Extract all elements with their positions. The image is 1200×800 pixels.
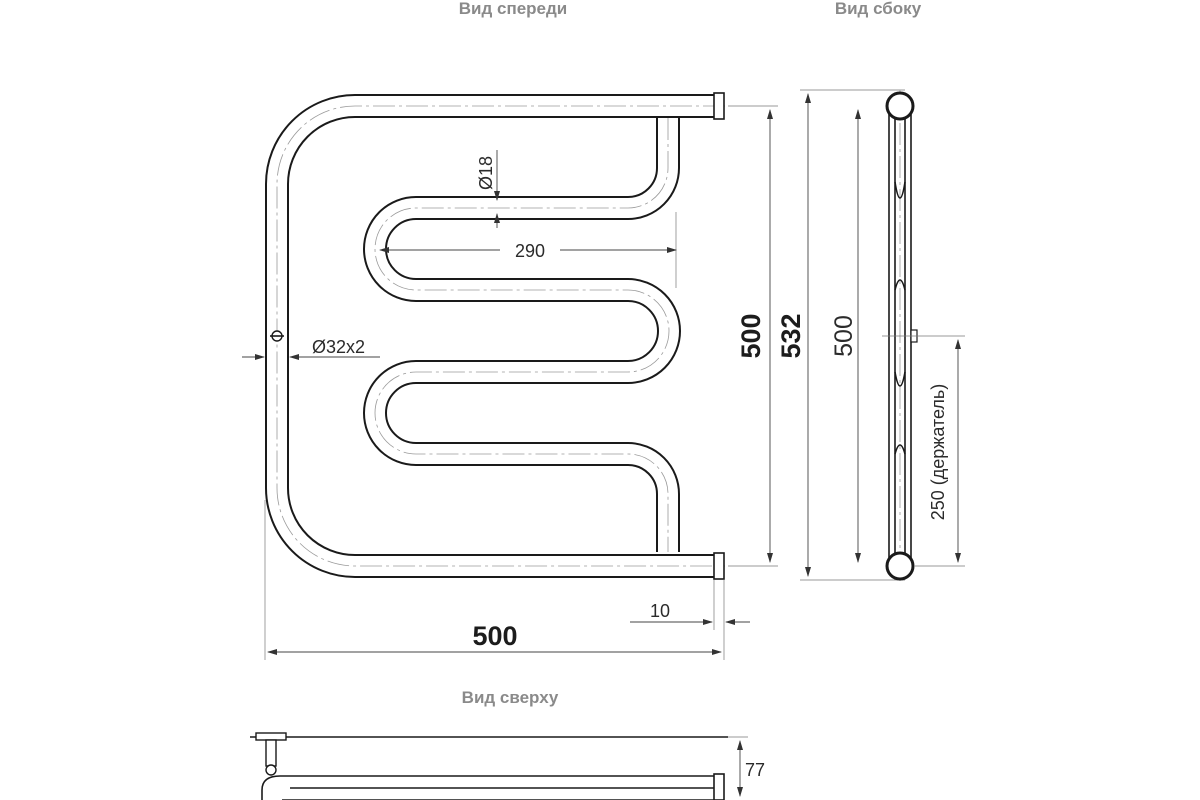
depth-label: 77 xyxy=(745,760,765,780)
front-height-label: 500 xyxy=(736,313,766,358)
offset-label: 10 xyxy=(650,601,670,621)
top-holder-stem xyxy=(265,739,277,767)
offset-dimension: 10 xyxy=(630,580,750,630)
overall-height-dimension: 532 xyxy=(776,89,905,581)
front-view xyxy=(265,92,725,580)
holder-height-dimension: 250 (держатель) xyxy=(915,339,965,567)
side-height-label: 500 xyxy=(830,315,858,357)
pipe-diameter-label: Ø32x2 xyxy=(312,337,365,357)
front-width-label: 500 xyxy=(472,621,517,651)
bend-width-label: 290 xyxy=(515,241,545,261)
tube-diameter-label: Ø18 xyxy=(476,156,496,190)
top-view xyxy=(250,732,728,800)
front-view-title: Вид спереди xyxy=(459,0,568,18)
side-top-pipe-end xyxy=(885,91,915,121)
outer-frame-pipe xyxy=(265,94,720,578)
front-height-dimension: 500 xyxy=(728,105,778,567)
serpentine-tube-body xyxy=(363,118,681,552)
bend-width-dimension: 290 xyxy=(379,212,677,288)
top-pipe-end xyxy=(713,773,725,800)
top-view-title: Вид сверху xyxy=(462,688,559,707)
side-height-dimension: 500 xyxy=(830,109,861,563)
pipe-diameter-dimension: Ø32x2 xyxy=(242,337,380,360)
tube-diameter-dimension: Ø18 xyxy=(476,150,500,228)
depth-dimension: 77 xyxy=(728,736,765,797)
holder-height-label: 250 (держатель) xyxy=(928,384,948,521)
top-holder-flange xyxy=(255,732,287,741)
bottom-pipe-end xyxy=(713,552,725,580)
side-view-title: Вид сбоку xyxy=(835,0,922,18)
overall-height-label: 532 xyxy=(776,313,806,358)
top-pipe-end xyxy=(713,92,725,120)
side-view xyxy=(882,90,965,585)
top-pipe-outline xyxy=(261,775,722,800)
side-bottom-pipe-end xyxy=(885,551,915,581)
front-width-dimension: 500 xyxy=(264,500,725,660)
